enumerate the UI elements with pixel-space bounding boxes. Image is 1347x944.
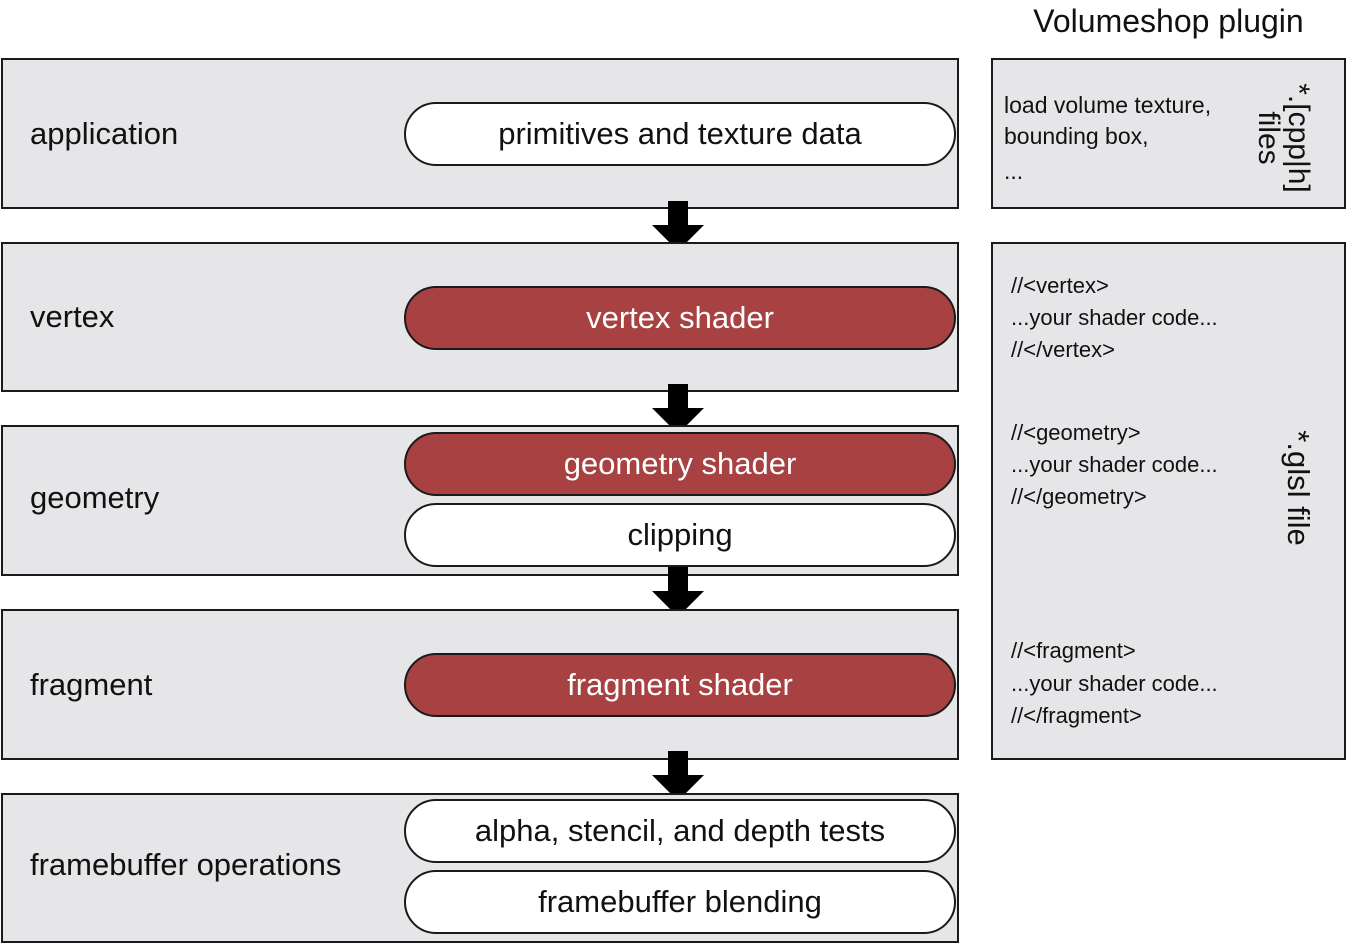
- plugin-title: Volumeshop plugin: [1033, 3, 1304, 39]
- unit-framebuffer-blending: framebuffer blending: [404, 870, 956, 934]
- plugin-glsl-box: [991, 242, 1346, 760]
- glsl-geometry-line-2: ...your shader code...: [1011, 452, 1218, 477]
- down-arrow-icon: [652, 384, 704, 434]
- glsl-vertex-line-3: //</vertex>: [1011, 337, 1115, 362]
- unit-fragment-shader: fragment shader: [404, 653, 956, 717]
- down-arrow-icon: [652, 751, 704, 801]
- cpp-file-label: *.[cpp|h] files: [1252, 83, 1315, 193]
- unit-vertex-shader: vertex shader: [404, 286, 956, 350]
- stage-label-framebuffer-operations: framebuffer operations: [30, 847, 342, 882]
- glsl-fragment-line-1: //<fragment>: [1011, 638, 1136, 663]
- down-arrow-icon: [652, 567, 704, 617]
- cpp-line-3: ...: [1004, 158, 1024, 184]
- down-arrow-icon: [652, 201, 704, 251]
- stage-label-application: application: [30, 116, 179, 151]
- unit-alpha-stencil-depth-tests: alpha, stencil, and depth tests: [404, 799, 956, 863]
- glsl-file-label: *.glsl file: [1281, 430, 1316, 546]
- stage-label-fragment: fragment: [30, 667, 153, 702]
- glsl-geometry-line-3: //</geometry>: [1011, 484, 1147, 509]
- glsl-geometry-line-1: //<geometry>: [1011, 420, 1141, 445]
- glsl-vertex-line-1: //<vertex>: [1011, 273, 1109, 298]
- cpp-line-2: bounding box,: [1004, 123, 1149, 149]
- unit-geometry-shader: geometry shader: [404, 432, 956, 496]
- unit-clipping: clipping: [404, 503, 956, 567]
- stage-label-vertex: vertex: [30, 299, 115, 334]
- glsl-vertex-line-2: ...your shader code...: [1011, 305, 1218, 330]
- stage-label-geometry: geometry: [30, 480, 160, 515]
- glsl-fragment-line-2: ...your shader code...: [1011, 671, 1218, 696]
- cpp-line-1: load volume texture,: [1004, 92, 1212, 118]
- plugin-cpp-box: [991, 58, 1346, 209]
- glsl-fragment-line-3: //</fragment>: [1011, 703, 1142, 728]
- unit-primitives-and-texture-data: primitives and texture data: [404, 102, 956, 166]
